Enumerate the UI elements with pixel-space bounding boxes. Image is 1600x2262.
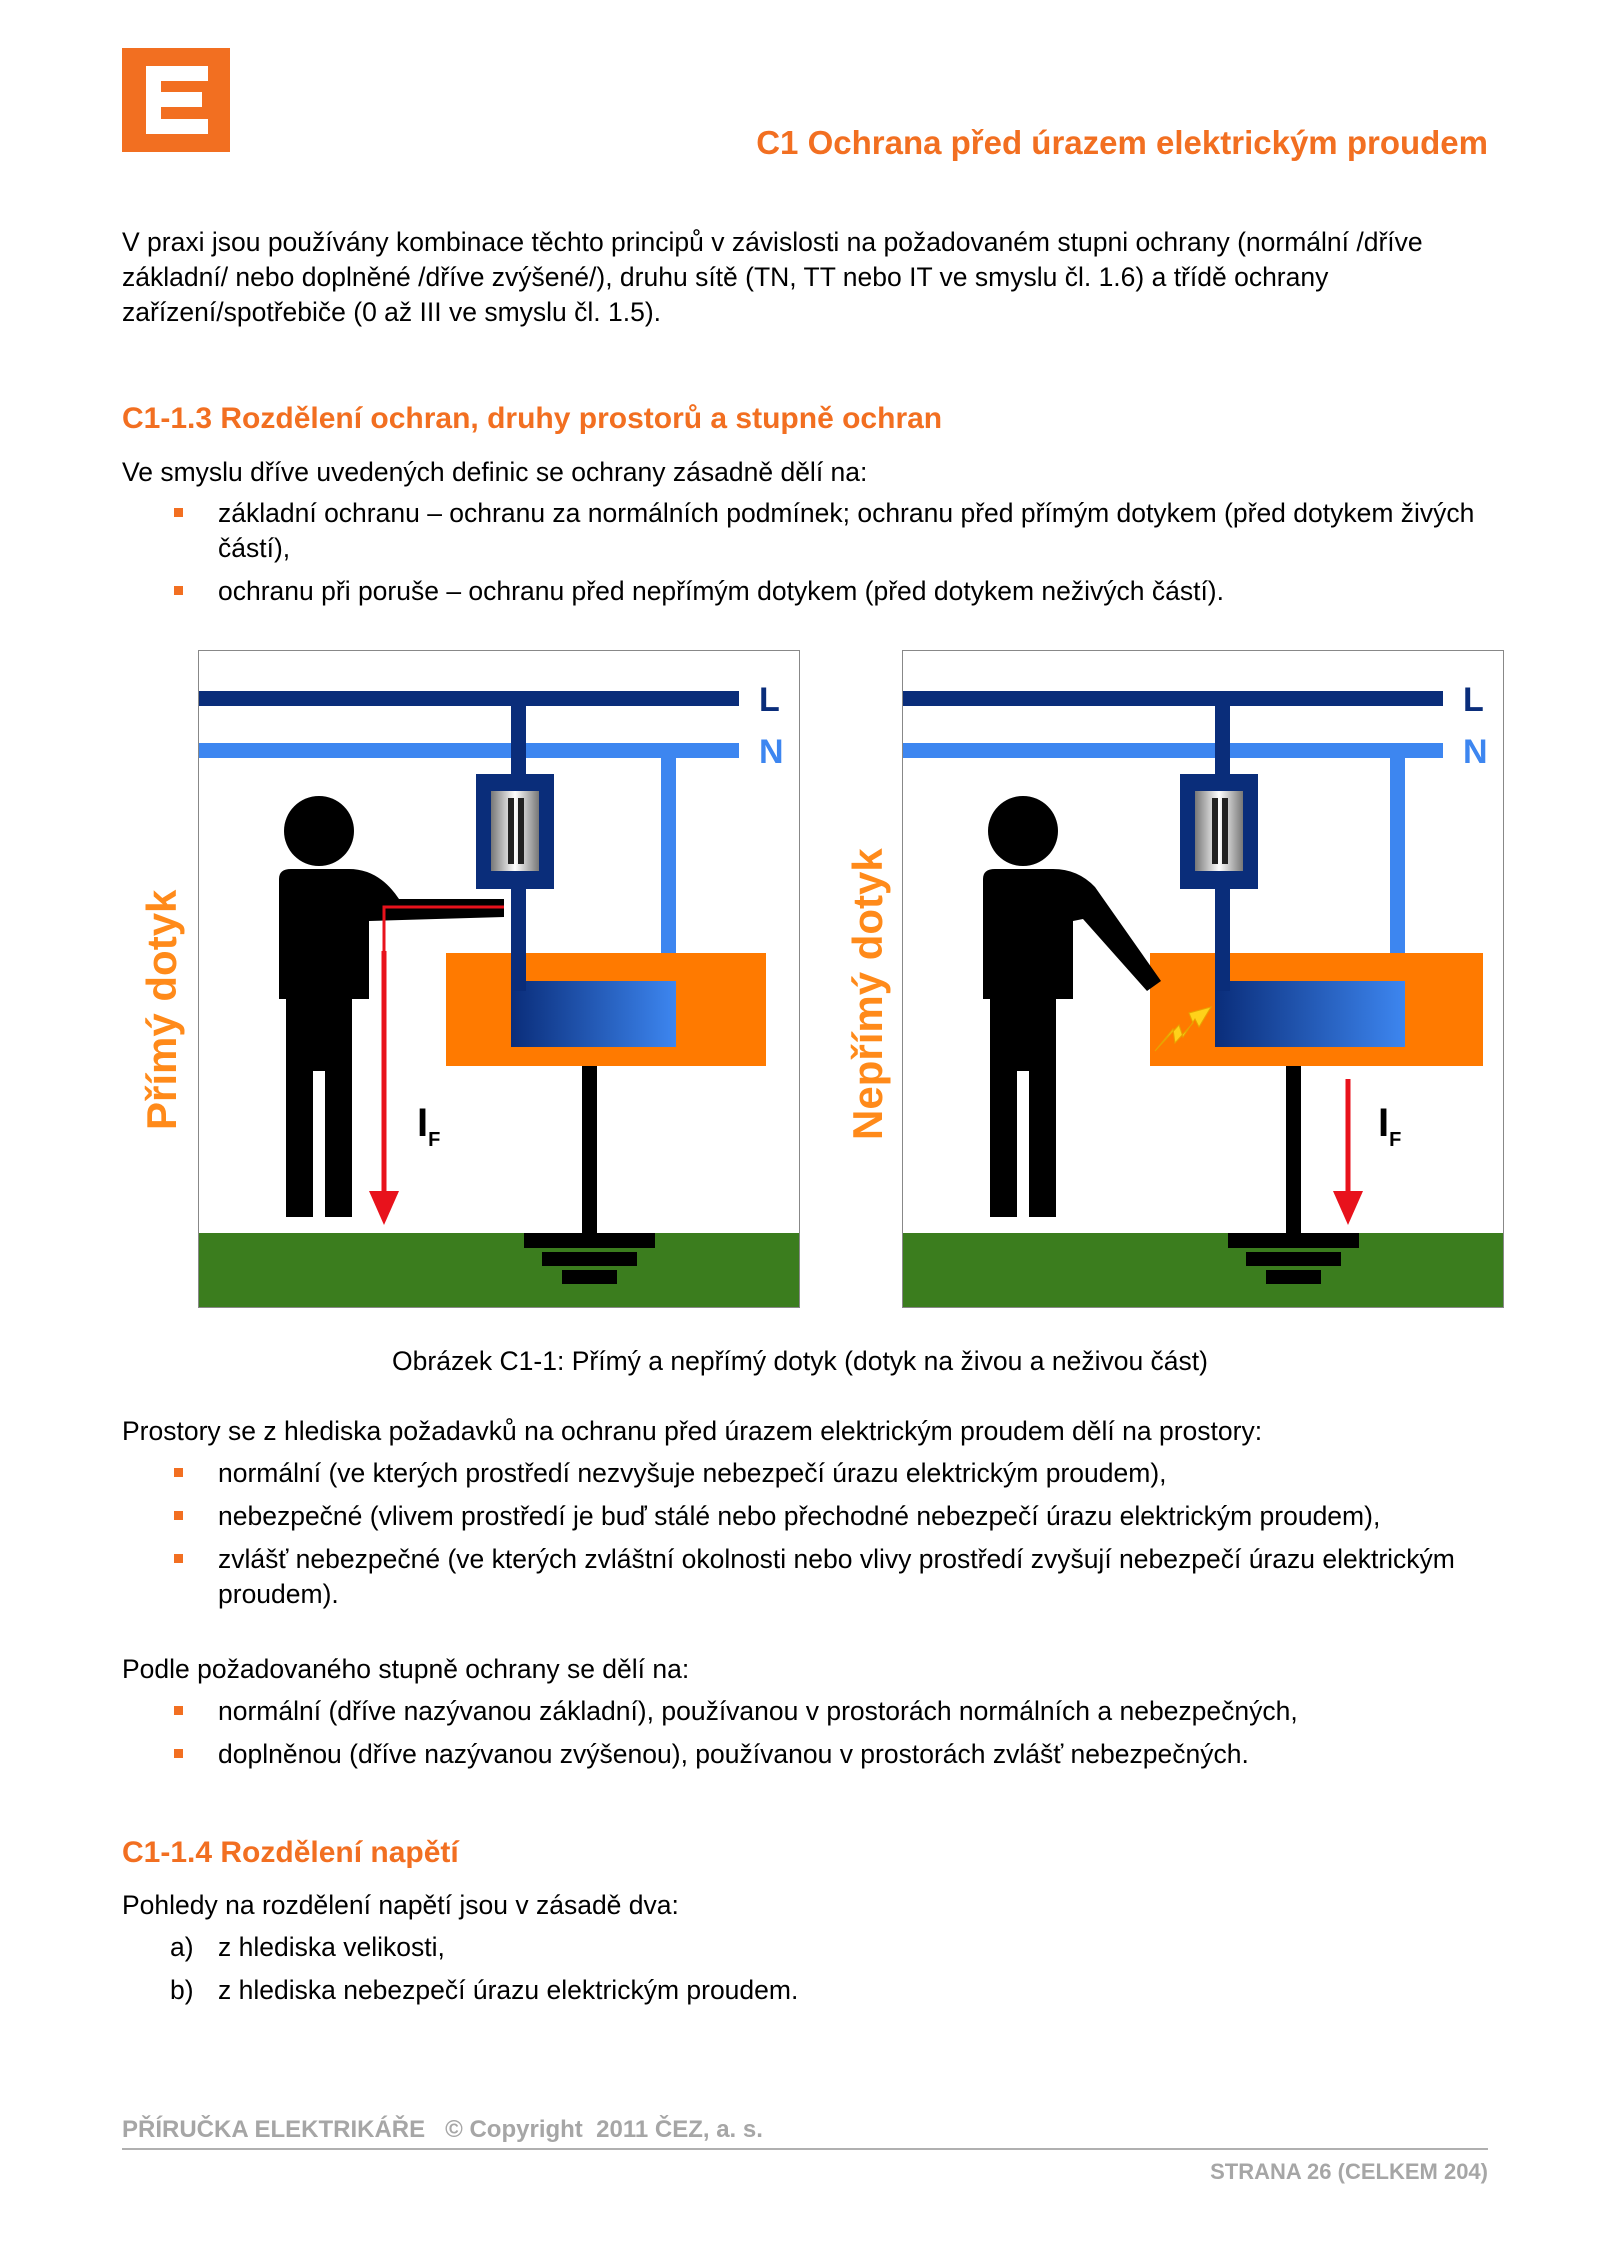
- bullet-marker-icon: [174, 508, 183, 517]
- line-label-N: N: [1463, 733, 1488, 771]
- svg-text:Přímý dotyk: Přímý dotyk: [138, 889, 185, 1130]
- side-label-direct: Přímý dotyk: [138, 889, 185, 1130]
- section2-lead2: Podle požadovaného stupně ochrany se děl…: [122, 1654, 690, 1684]
- current-label: IF: [417, 1101, 440, 1151]
- protection-level-list: normální (dříve nazývanou základní), pou…: [122, 1694, 1502, 1780]
- neutral-line: [903, 743, 1443, 758]
- bullet-marker-icon: [174, 1511, 183, 1520]
- ground: [199, 1233, 799, 1307]
- fault-spark-icon: [1154, 1006, 1213, 1052]
- section-heading-c1-1-4: C1-1.4 Rozdělení napětí: [122, 1836, 459, 1869]
- svg-text:Nepřímý dotyk: Nepřímý dotyk: [844, 848, 891, 1140]
- bullet-marker-icon: [174, 1706, 183, 1715]
- figure-direct-contact: L N: [198, 650, 800, 1308]
- cez-logo-icon: [122, 48, 230, 152]
- ground: [903, 1233, 1503, 1307]
- current-label: IF: [1378, 1101, 1401, 1151]
- section2-lead: Prostory se z hlediska požadavků na ochr…: [122, 1416, 1263, 1446]
- bullet-marker-icon: [174, 1749, 183, 1758]
- section1-lead: Ve smyslu dříve uvedených definic se och…: [122, 457, 868, 487]
- figure-caption: Obrázek C1-1: Přímý a nepřímý dotyk (dot…: [392, 1346, 1208, 1376]
- list-item: normální (dříve nazývanou základní), pou…: [122, 1694, 1502, 1729]
- section-heading-c1-1-3: C1-1.3 Rozdělení ochran, druhy prostorů …: [122, 402, 943, 435]
- voltage-view-list: a)z hlediska velikosti, b)z hlediska neb…: [122, 1930, 1502, 2016]
- list-item: základní ochranu – ochranu za normálních…: [122, 496, 1502, 566]
- list-item: nebezpečné (vlivem prostředí je buď stál…: [122, 1499, 1502, 1534]
- side-label-indirect: Nepřímý dotyk: [844, 848, 891, 1140]
- list-item: zvlášť nebezpečné (ve kterých zvláštní o…: [122, 1542, 1502, 1612]
- list-item: ochranu při poruše – ochranu před nepřím…: [122, 574, 1502, 609]
- page-header-title: C1 Ochrana před úrazem elektrickým proud…: [756, 124, 1488, 161]
- bullet-marker-icon: [174, 1554, 183, 1563]
- list-item: a)z hlediska velikosti,: [170, 1932, 445, 1962]
- bullet-marker-icon: [174, 586, 183, 595]
- person-icon: [983, 796, 1161, 1217]
- list-item: b)z hlediska nebezpečí úrazu elektrickým…: [170, 1975, 799, 2005]
- line-label-L: L: [1463, 681, 1484, 719]
- figure-indirect-contact: L N IF: [902, 650, 1504, 1308]
- footer-copyright: PŘÍRUČKA ELEKTRIKÁŘE © Copyright 2011 ČE…: [122, 2116, 763, 2143]
- intro-paragraph: V praxi jsou používány kombinace těchto …: [122, 227, 1423, 327]
- section3-lead: Pohledy na rozdělení napětí jsou v zásad…: [122, 1890, 679, 1920]
- phase-line: [903, 691, 1443, 706]
- line-label-L: L: [759, 681, 780, 719]
- bullet-marker-icon: [174, 1468, 183, 1477]
- person-icon: [279, 796, 504, 1217]
- protection-type-list: základní ochranu – ochranu za normálních…: [122, 496, 1502, 617]
- neutral-line: [199, 743, 739, 758]
- footer-page-number: STRANA 26 (CELKEM 204): [1210, 2159, 1488, 2184]
- space-type-list: normální (ve kterých prostředí nezvyšuje…: [122, 1456, 1502, 1620]
- line-label-N: N: [759, 733, 784, 771]
- phase-line: [199, 691, 739, 706]
- list-item: normální (ve kterých prostředí nezvyšuje…: [122, 1456, 1502, 1491]
- footer-divider: [122, 2148, 1488, 2150]
- list-item: doplněnou (dříve nazývanou zvýšenou), po…: [122, 1737, 1502, 1772]
